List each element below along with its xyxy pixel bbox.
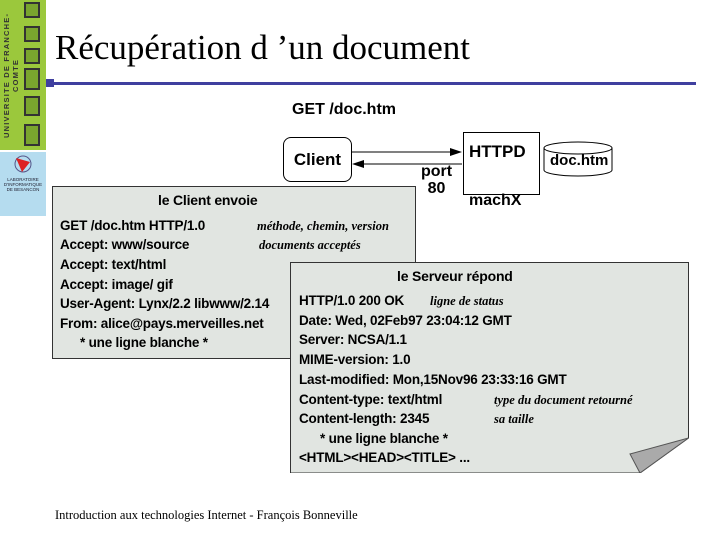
httpd-node: HTTPD (463, 132, 540, 195)
server-heading: le Serveur répond (397, 268, 513, 284)
client-line: Accept: image/ gif (60, 277, 173, 292)
university-sidebar: UNIVERSITE DE FRANCHE-COMTE (0, 0, 46, 150)
request-arrowhead (450, 148, 462, 156)
client-line: Accept: www/source (60, 237, 190, 252)
sidebar-icon (24, 48, 40, 64)
page-curl-icon (629, 437, 689, 473)
title-rule (50, 82, 696, 85)
response-arrowhead (352, 160, 364, 168)
page-title: Récupération d ’un document (55, 28, 471, 67)
client-line: User-Agent: Lynx/2.2 libwww/2.14 (60, 296, 270, 311)
client-line: Accept: text/html (60, 257, 167, 272)
server-note: sa taille (494, 412, 534, 426)
httpd-label: HTTPD (469, 142, 526, 161)
university-name: UNIVERSITE DE FRANCHE-COMTE (2, 12, 20, 138)
sidebar-icon (24, 96, 40, 116)
server-line: HTTP/1.0 200 OK (299, 293, 405, 308)
server-panel-background (290, 262, 689, 473)
server-line: Content-type: text/html (299, 392, 443, 407)
server-line: Content-length: 2345 (299, 411, 430, 426)
server-line: MIME-version: 1.0 (299, 352, 411, 367)
machine-label: machX (469, 192, 522, 209)
sidebar-icon (24, 2, 40, 18)
client-line: GET /doc.htm HTTP/1.0 (60, 218, 206, 233)
connection-arrows (352, 148, 462, 168)
server-panel: le Serveur répond HTTP/1.0 200 OK Date: … (290, 262, 689, 473)
client-line: From: alice@pays.merveilles.net (60, 316, 264, 331)
client-line: * une ligne blanche * (80, 335, 208, 350)
client-node: Client (283, 137, 352, 182)
sidebar-icon (24, 26, 40, 42)
footer: Introduction aux technologies Internet -… (55, 508, 358, 522)
port-number: 80 (427, 180, 446, 197)
client-heading: le Client envoie (158, 192, 258, 208)
server-note: type du document retourné (494, 393, 633, 407)
file-label: doc.htm (550, 152, 609, 169)
server-line: Date: Wed, 02Feb97 23:04:12 GMT (299, 313, 512, 328)
lab-logo: LABORATOIRE D'INFORMATIQUE DE BESANCON (0, 152, 46, 216)
file-cylinder-icon (543, 141, 613, 177)
port-text: port (421, 163, 453, 180)
lab-logo-icon (14, 155, 32, 173)
server-line: Server: NCSA/1.1 (299, 332, 407, 347)
server-note: ligne de status (430, 294, 504, 308)
request-label: GET /doc.htm (292, 101, 396, 118)
client-label: Client (293, 149, 342, 169)
server-line: * une ligne blanche * (320, 431, 448, 446)
sidebar-icon (24, 124, 40, 146)
client-note: documents acceptés (259, 238, 361, 252)
lab-logo-text: LABORATOIRE D'INFORMATIQUE DE BESANCON (3, 177, 43, 192)
port-label: port 80 (421, 163, 452, 197)
server-line: <HTML><HEAD><TITLE> ... (299, 450, 470, 465)
client-note: méthode, chemin, version (257, 219, 389, 233)
server-line: Last-modified: Mon,15Nov96 23:33:16 GMT (299, 372, 567, 387)
sidebar-icon (24, 68, 40, 90)
